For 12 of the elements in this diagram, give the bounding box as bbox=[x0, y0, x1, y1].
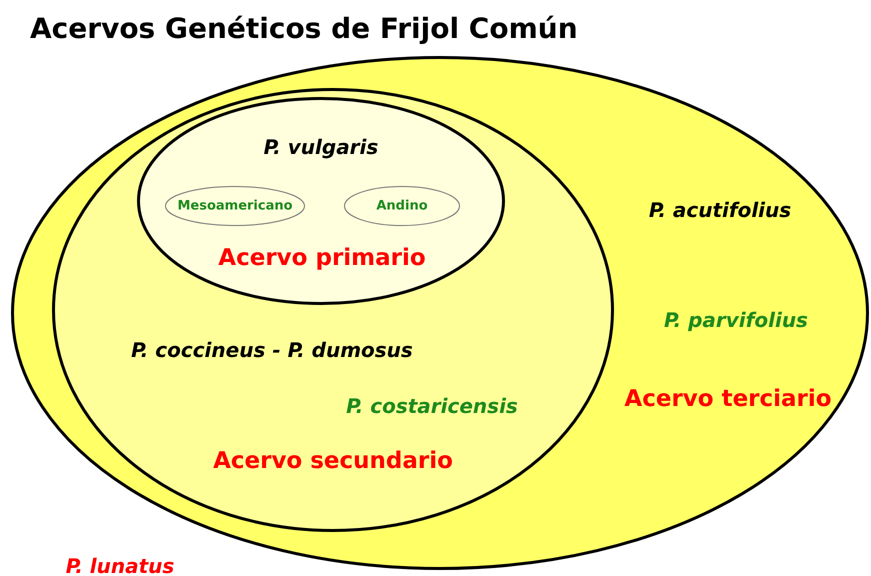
subgroup-label: Mesoamericano bbox=[177, 198, 293, 214]
gene-pool-label: Acervo terciario bbox=[624, 386, 832, 412]
gene-pool-label: Acervo secundario bbox=[213, 448, 453, 474]
species-label: P. parvifolius bbox=[664, 308, 808, 332]
subgroup-label: Andino bbox=[376, 198, 428, 214]
species-label: P. costaricensis bbox=[346, 394, 518, 418]
gene-pool-label: Acervo primario bbox=[218, 245, 426, 271]
diagram-title: Acervos Genéticos de Frijol Común bbox=[30, 12, 578, 45]
species-label: P. coccineus - P. dumosus bbox=[131, 338, 413, 362]
species-label: P. acutifolius bbox=[648, 198, 792, 222]
species-label: P. vulgaris bbox=[264, 135, 378, 159]
species-label: P. lunatus bbox=[66, 554, 174, 576]
